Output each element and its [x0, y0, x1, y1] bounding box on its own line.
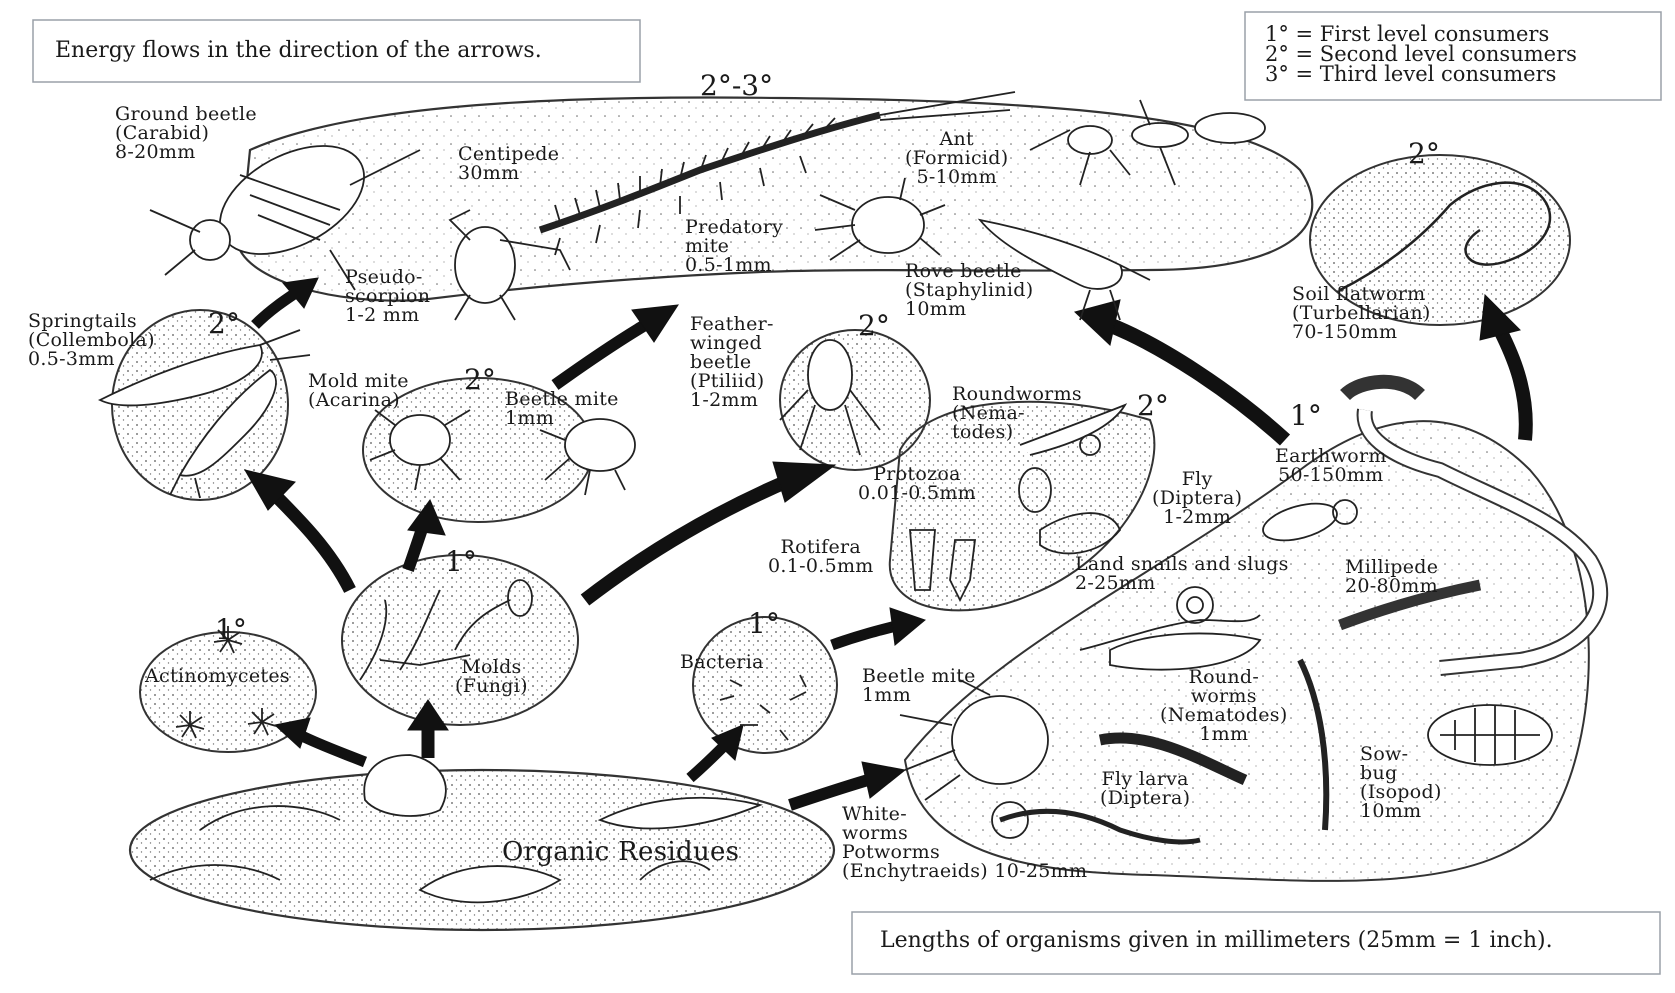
label-roundworms-top: Roundworms(Nema-todes) — [952, 385, 1082, 442]
level-springtails: 2° — [208, 310, 240, 338]
label-ground-beetle: Ground beetle(Carabid)8-20mm — [115, 105, 257, 162]
arrow-molds-springtails — [270, 490, 350, 590]
label-springtails: Springtails(Collembola)0.5-3mm — [28, 312, 155, 369]
arrow-earthworm-top-head — [1075, 300, 1120, 345]
label-mold-mite: Mold mite(Acarina) — [308, 372, 409, 410]
ant-body — [1068, 126, 1112, 154]
label-molds: Molds(Fungi) — [455, 658, 528, 696]
predatory-mite-body — [852, 197, 924, 253]
arrow-earthworm-flatworm — [1500, 330, 1526, 440]
label-sowbug: Sow-bug(Isopod)10mm — [1360, 745, 1442, 821]
arrow-mites-top — [555, 325, 645, 385]
eggshell — [364, 755, 446, 816]
pseudoscorpion-body — [455, 227, 515, 303]
arrow-residue-bacteria — [690, 745, 725, 778]
level-earthworm: 1° — [1290, 402, 1322, 430]
level-bacteria: 1° — [748, 610, 780, 638]
level-flatworm: 2° — [1408, 140, 1440, 168]
legend-first-level: 1° = First level consumers — [1265, 24, 1577, 44]
level-actino: 1° — [215, 616, 247, 644]
level-roundworms: 2° — [1137, 392, 1169, 420]
feather-beetle-body — [808, 340, 852, 410]
arrow-molds-feather — [585, 480, 790, 600]
label-ant: Ant(Formicid)5-10mm — [905, 130, 1008, 187]
arrow-residue-fauna-head — [862, 762, 905, 798]
label-organic-residues: Organic Residues — [502, 838, 739, 866]
mold-mite-body — [390, 415, 450, 465]
legend: 1° = First level consumers 2° = Second l… — [1265, 24, 1577, 84]
earthworm-top-loop — [1345, 382, 1420, 395]
arrow-residue-fauna — [790, 778, 875, 805]
label-fly-larva: Fly larva(Diptera) — [1100, 770, 1190, 808]
arrow-bacteria-protozoa — [832, 625, 900, 645]
arrow-bacteria-protozoa-head — [890, 608, 925, 645]
label-fly: Fly(Diptera)1-2mm — [1152, 470, 1242, 527]
label-rove-beetle: Rove beetle(Staphylinid)10mm — [905, 262, 1033, 319]
level-feather: 2° — [858, 312, 890, 340]
label-soil-flatworm: Soil flatworm(Turbellarian)70-150mm — [1292, 285, 1431, 342]
label-roundworms-bottom: Round-worms(Nematodes)1mm — [1160, 668, 1288, 744]
label-actinomycetes: Actinomycetes — [145, 667, 290, 686]
energy-flow-note: Energy flows in the direction of the arr… — [55, 38, 542, 63]
arrow-residue-actino — [300, 735, 365, 762]
lengths-note: Lengths of organisms given in millimeter… — [880, 928, 1553, 953]
level-mites: 2° — [464, 366, 496, 394]
label-bacteria: Bacteria — [680, 653, 764, 672]
legend-third-level: 3° = Third level consumers — [1265, 64, 1577, 84]
legend-second-level: 2° = Second level consumers — [1265, 44, 1577, 64]
level-molds: 1° — [445, 548, 477, 576]
arrow-molds-feather-head — [773, 462, 835, 502]
beetle-mite-bottom-body — [952, 696, 1048, 784]
level-top: 2°-3° — [700, 72, 773, 100]
